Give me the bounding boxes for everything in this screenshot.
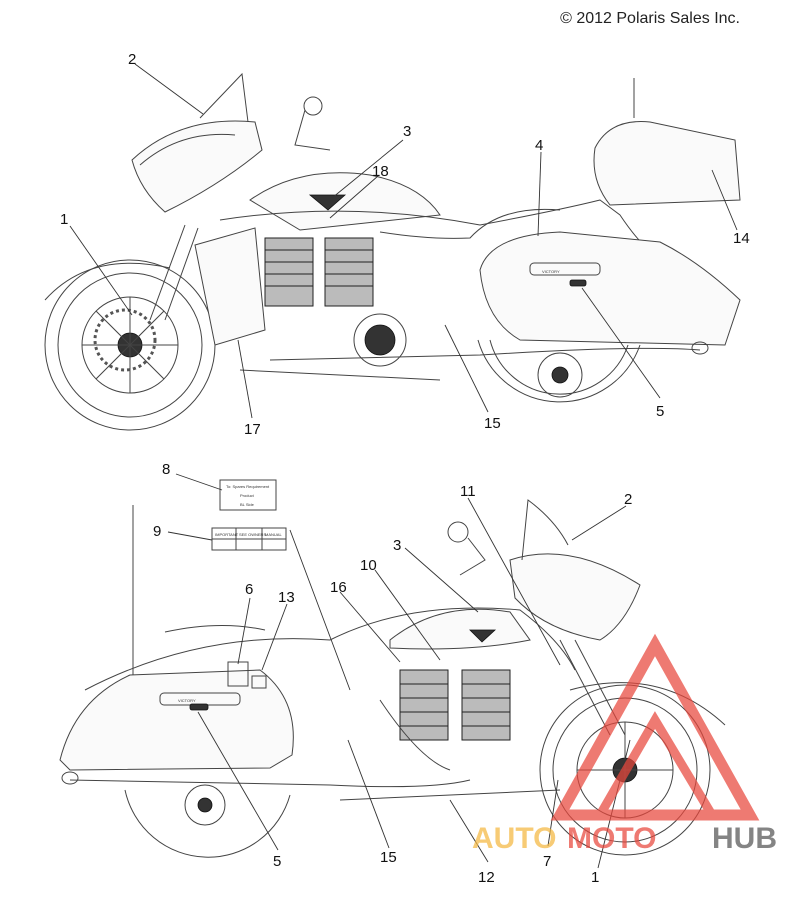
rear-wheel-top	[477, 339, 641, 403]
label-9: IMPORTANT SEE OWNERS MANUAL	[211, 527, 287, 551]
svg-text:VICTORY: VICTORY	[542, 269, 560, 274]
watermark-text-moto: MOTO	[567, 822, 656, 855]
svg-text:MANUAL: MANUAL	[265, 532, 282, 537]
leaders-bottom	[167, 473, 631, 869]
svg-text:11: 11	[460, 483, 476, 500]
svg-text:VICTORY: VICTORY	[178, 698, 196, 703]
svg-text:4: 4	[535, 137, 543, 154]
rear-wheel-bottom	[124, 784, 291, 858]
svg-text:17: 17	[244, 421, 261, 438]
callouts-top: 2 3 4 18 1 14 17 15 5	[60, 51, 750, 438]
saddlebag-bottom	[59, 669, 294, 771]
svg-text:8: 8	[162, 461, 170, 478]
trunk-top	[593, 121, 741, 206]
svg-text:3: 3	[393, 537, 401, 554]
seat-top	[379, 208, 561, 239]
svg-text:5: 5	[273, 853, 281, 870]
svg-text:5: 5	[656, 403, 664, 420]
svg-text:14: 14	[733, 230, 750, 247]
svg-text:12: 12	[478, 869, 495, 886]
front-fairing-top	[131, 120, 263, 213]
watermark-text-hub: HUB	[712, 822, 777, 855]
label-8: To: Spares Requirement Product BL Side	[219, 479, 277, 511]
watermark-text-auto: AUTO	[472, 822, 556, 855]
front-fairing-bottom	[509, 553, 641, 641]
callouts-bottom: 8 11 2 9 3 10 16 6 13 5 15 12 7 1	[153, 461, 632, 886]
svg-text:IMPORTANT: IMPORTANT	[215, 532, 239, 537]
windshield-bottom	[521, 499, 569, 561]
svg-text:BL Side: BL Side	[240, 502, 255, 507]
engine-bottom	[379, 669, 511, 771]
svg-text:1: 1	[591, 869, 599, 886]
svg-text:SEE OWNERS: SEE OWNERS	[239, 532, 266, 537]
leaders-top	[69, 63, 738, 419]
svg-text:15: 15	[484, 415, 501, 432]
svg-text:18: 18	[372, 163, 389, 180]
windshield-top	[199, 72, 249, 123]
fuel-tank-top	[249, 172, 441, 231]
svg-text:6: 6	[245, 581, 253, 598]
reflector-bottom	[189, 703, 209, 711]
svg-text:1: 1	[60, 211, 68, 228]
svg-text:9: 9	[153, 523, 161, 540]
svg-text:16: 16	[330, 579, 347, 596]
saddlebag-top	[479, 231, 741, 346]
svg-text:15: 15	[380, 849, 397, 866]
front-wheel-top	[44, 259, 216, 431]
reflector-top	[569, 279, 587, 287]
copyright-notice: © 2012 Polaris Sales Inc.	[560, 10, 740, 27]
saddlebag-badge-top	[529, 262, 601, 276]
svg-text:3: 3	[403, 123, 411, 140]
svg-text:2: 2	[128, 51, 136, 68]
svg-text:7: 7	[543, 853, 551, 870]
motorcycle-bottom: VICTORY	[59, 499, 726, 858]
fuel-tank-bottom	[389, 608, 531, 650]
watermark-logo: AUTO MOTO HUB	[472, 633, 777, 855]
svg-text:10: 10	[360, 557, 377, 574]
engine-top	[264, 237, 407, 367]
svg-text:To: Spares Requirement: To: Spares Requirement	[226, 484, 270, 489]
svg-text:2: 2	[624, 491, 632, 508]
svg-text:13: 13	[278, 589, 295, 606]
motorcycle-top: VICTORY	[44, 72, 741, 431]
svg-text:Product: Product	[240, 493, 255, 498]
